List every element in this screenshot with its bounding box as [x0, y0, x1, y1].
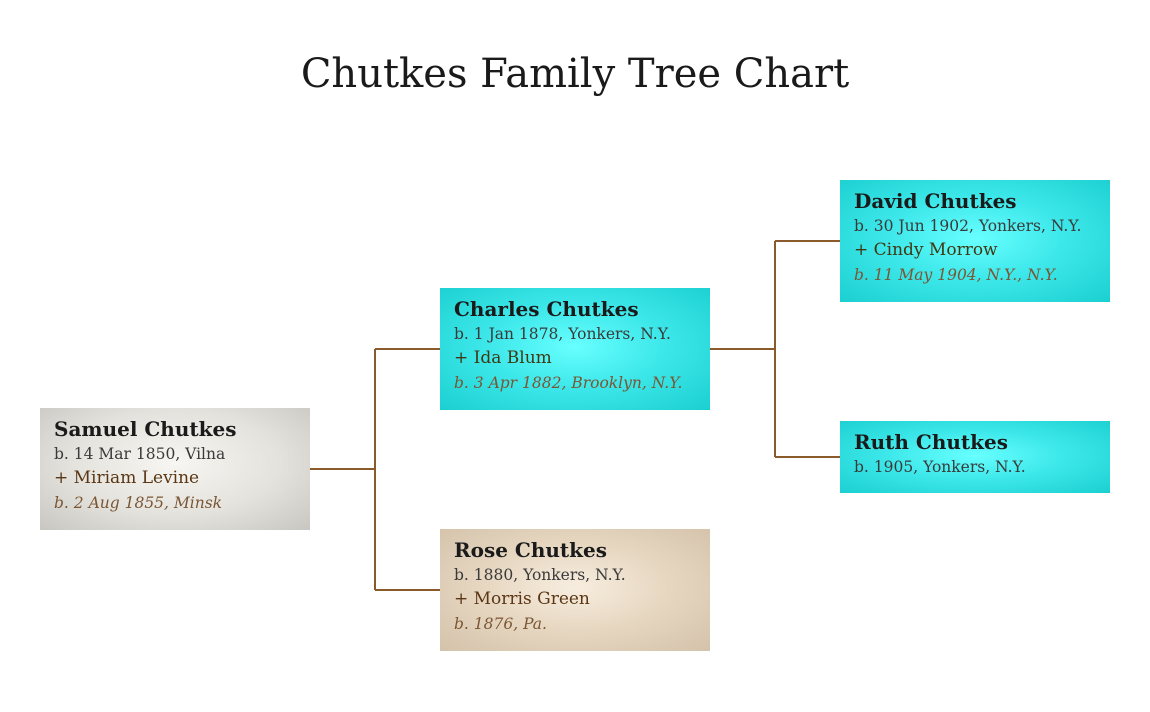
- person-card-rose[interactable]: Rose Chutkes b. 1880, Yonkers, N.Y. + Mo…: [440, 529, 710, 651]
- person-birth: b. 1880, Yonkers, N.Y.: [454, 566, 626, 584]
- person-card-david[interactable]: David Chutkes b. 30 Jun 1902, Yonkers, N…: [840, 180, 1110, 302]
- spouse-name: + Morris Green: [454, 589, 590, 609]
- spouse-birth: b. 11 May 1904, N.Y., N.Y.: [854, 266, 1058, 284]
- person-birth: b. 30 Jun 1902, Yonkers, N.Y.: [854, 217, 1082, 235]
- person-name: David Chutkes: [854, 189, 1017, 213]
- person-card-samuel[interactable]: Samuel Chutkes b. 14 Mar 1850, Vilna + M…: [40, 408, 310, 530]
- person-birth: b. 1 Jan 1878, Yonkers, N.Y.: [454, 325, 671, 343]
- chart-title: Chutkes Family Tree Chart: [300, 51, 850, 97]
- spouse-name: + Ida Blum: [454, 348, 552, 368]
- person-birth: b. 1905, Yonkers, N.Y.: [854, 458, 1026, 476]
- spouse-birth: b. 1876, Pa.: [454, 615, 547, 633]
- spouse-name: + Miriam Levine: [54, 468, 200, 488]
- spouse-name: + Cindy Morrow: [854, 240, 998, 260]
- spouse-birth: b. 2 Aug 1855, Minsk: [54, 494, 223, 512]
- person-birth: b. 14 Mar 1850, Vilna: [54, 445, 226, 463]
- person-name: Charles Chutkes: [454, 297, 639, 321]
- person-name: Ruth Chutkes: [854, 430, 1008, 454]
- spouse-birth: b. 3 Apr 1882, Brooklyn, N.Y.: [454, 374, 683, 392]
- person-name: Rose Chutkes: [454, 538, 607, 562]
- person-card-ruth[interactable]: Ruth Chutkes b. 1905, Yonkers, N.Y.: [840, 421, 1110, 493]
- person-card-charles[interactable]: Charles Chutkes b. 1 Jan 1878, Yonkers, …: [440, 288, 710, 410]
- person-name: Samuel Chutkes: [54, 417, 237, 441]
